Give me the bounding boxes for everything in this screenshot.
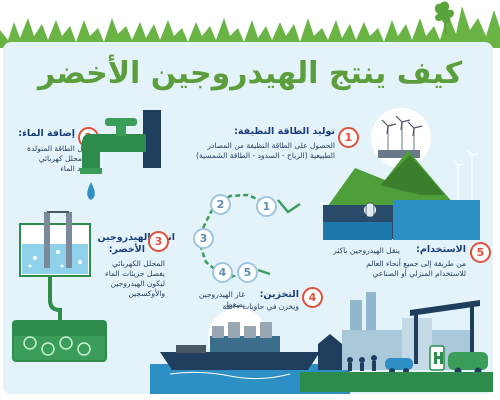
grass-border-icon bbox=[0, 1, 500, 48]
step-5-body-line-1: ينقل الهيدروجين باكثر bbox=[333, 246, 400, 255]
step-3-body-line-4: والأوكسجين bbox=[128, 289, 165, 298]
cycle-number-4: 4 bbox=[212, 262, 233, 283]
step-3-number: 3 bbox=[148, 231, 169, 252]
step-2-body-line-3: بوجود الماء bbox=[60, 164, 95, 173]
step-2-heading: إضافة الماء: bbox=[18, 128, 75, 139]
page-title: كيف ينتج الهيدروجين الأخضر bbox=[37, 56, 463, 91]
step-2-body-line-1: ادخال الطاقة المتولدة bbox=[27, 144, 95, 153]
step-4-number: 4 bbox=[302, 287, 323, 308]
step-3-body-line-1: المحلل الكهربائي bbox=[112, 259, 165, 268]
electrolyzer-icon bbox=[19, 211, 91, 277]
cycle-number-2: 2 bbox=[210, 194, 231, 215]
step-3-heading-line-1: انتاج الهيدروجين bbox=[97, 232, 175, 243]
step-3-body-line-2: يفصل جزيئات الماء bbox=[105, 269, 165, 278]
storage-tank-icon bbox=[12, 276, 107, 362]
step-5-body-line-3: للاستخدام المنزلي أو الصناعي bbox=[372, 269, 466, 278]
step-3-heading-line-2: الأخضر: bbox=[108, 244, 145, 255]
step-3-body-line-3: ليكون الهيدروجين bbox=[110, 279, 165, 288]
cycle-number-1: 1 bbox=[256, 196, 277, 217]
step-5-body-line-2: من طريقة إلى جميع أنحاء العالم bbox=[366, 259, 466, 268]
step-1-body-line-1: الحصول على الطاقة النظيفة من المصادر bbox=[207, 141, 335, 150]
step-4-body-line-2: ويخزن في حاويات خاصة bbox=[222, 302, 299, 311]
step-2-body-line-2: إلى محلل كهربائي bbox=[38, 154, 95, 163]
step-4-heading: التخزين: bbox=[259, 289, 299, 300]
step-5-number: 5 bbox=[470, 242, 491, 263]
wind-turbines-icon bbox=[371, 108, 431, 168]
step-4-body-line-1: غاز الهيدروجين يضغط bbox=[198, 290, 245, 309]
step-1-number: 1 bbox=[338, 127, 359, 148]
step-1-body-line-2: الطبيعية (الرياح - السدود - الطاقة الشمس… bbox=[196, 151, 335, 160]
dam-icon bbox=[323, 149, 480, 240]
cycle-number-5: 5 bbox=[237, 262, 258, 283]
cycle-number-3: 3 bbox=[193, 228, 214, 249]
step-1-heading: توليد الطاقة النظيفة: bbox=[234, 126, 335, 137]
step-5-heading: الاستخدام: bbox=[416, 244, 466, 255]
